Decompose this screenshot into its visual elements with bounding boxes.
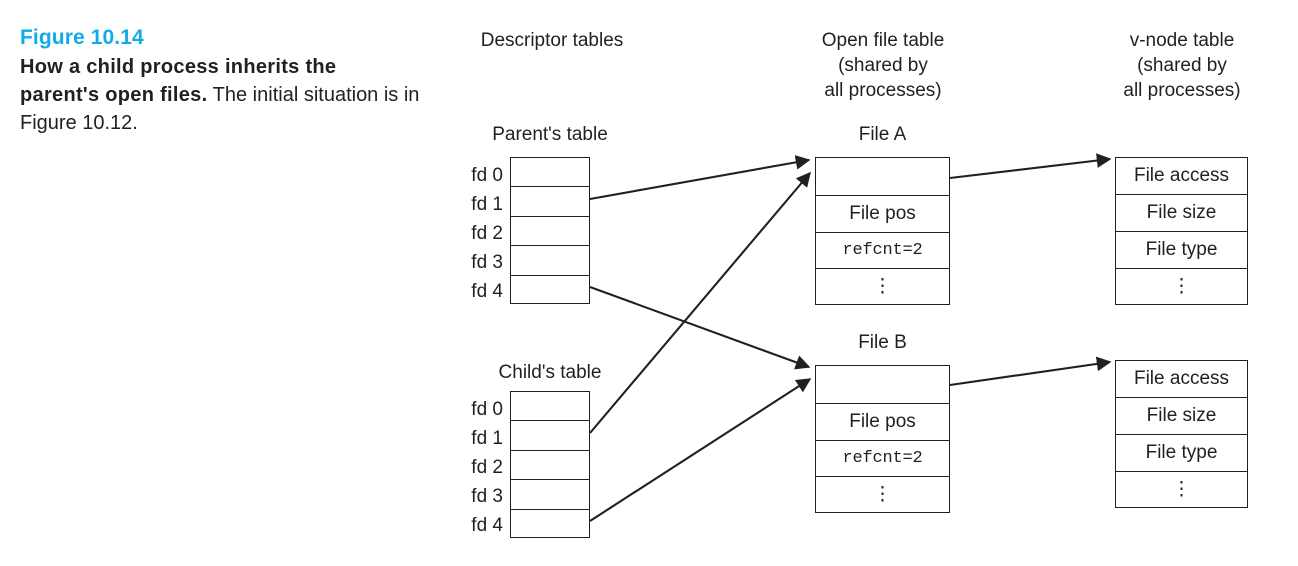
file-a-row-blank[interactable] xyxy=(816,158,949,196)
parent-table-row[interactable] xyxy=(511,217,589,247)
parent-fd-label-2: fd 2 xyxy=(471,223,503,244)
parent-table-row[interactable] xyxy=(511,246,589,276)
figure-caption: Figure 10.14 How a child process inherit… xyxy=(20,24,420,137)
parent-descriptor-table xyxy=(510,157,590,304)
child-descriptor-table xyxy=(510,391,590,538)
file-b-row-blank[interactable] xyxy=(816,366,949,404)
arrow-parent-fd4-to-file-b xyxy=(589,286,811,370)
file-b-row-refcnt[interactable]: refcnt=2 xyxy=(816,441,949,477)
vnode-b-row-file-access[interactable]: File access xyxy=(1116,361,1247,398)
parent-fd-label-4: fd 4 xyxy=(471,281,503,302)
vnode-table-b: File access File size File type ⋮ xyxy=(1115,360,1248,508)
child-fd-label-3: fd 3 xyxy=(471,486,503,507)
figure-caption-rest: The initial situation is in Figure 10.12… xyxy=(20,84,420,134)
vnode-b-row-ellipsis: ⋮ xyxy=(1172,478,1191,500)
parent-fd-label-0: fd 0 xyxy=(471,165,503,186)
child-fd-label-0: fd 0 xyxy=(471,399,503,420)
vnode-a-row-ellipsis: ⋮ xyxy=(1172,275,1191,297)
vnode-b-row-file-size[interactable]: File size xyxy=(1116,398,1247,435)
child-table-row[interactable] xyxy=(511,451,589,481)
vnode-a-row-file-access[interactable]: File access xyxy=(1116,158,1247,195)
vnode-a-row-file-size[interactable]: File size xyxy=(1116,195,1247,232)
arrow-child-fd1-to-file-a xyxy=(589,171,811,434)
file-a-row-file-pos[interactable]: File pos xyxy=(816,196,949,233)
file-b-row-file-pos[interactable]: File pos xyxy=(816,404,949,441)
arrow-child-fd4-to-file-b xyxy=(589,378,812,522)
file-b-open-file-entry: File pos refcnt=2 ⋮ xyxy=(815,365,950,513)
file-a-row-refcnt[interactable]: refcnt=2 xyxy=(816,233,949,269)
vnode-a-row-file-type[interactable]: File type xyxy=(1116,232,1247,269)
parent-fd-label-1: fd 1 xyxy=(471,194,503,215)
column-heading-open-file-table: Open file table (shared by all processes… xyxy=(821,30,945,101)
file-a-title: File A xyxy=(858,124,907,145)
arrow-parent-fd1-to-file-a xyxy=(589,155,811,201)
figure-caption-title: How a child process inherits the parent'… xyxy=(20,56,337,106)
file-a-open-file-entry: File pos refcnt=2 ⋮ xyxy=(815,157,950,305)
column-heading-vnode-table: v-node table (shared by all processes) xyxy=(1123,30,1241,101)
file-b-row-ellipsis: ⋮ xyxy=(873,483,892,505)
parent-table-row[interactable] xyxy=(511,276,589,305)
figure-caption-text: How a child process inherits the parent'… xyxy=(20,53,420,137)
child-table-row[interactable] xyxy=(511,480,589,510)
child-table-row[interactable] xyxy=(511,392,589,422)
child-fd-label-4: fd 4 xyxy=(471,515,503,536)
file-b-title: File B xyxy=(858,332,907,353)
file-a-row-ellipsis: ⋮ xyxy=(873,275,892,297)
child-fd-label-1: fd 1 xyxy=(471,428,503,449)
parent-fd-label-3: fd 3 xyxy=(471,252,503,273)
child-fd-label-2: fd 2 xyxy=(471,457,503,478)
vnode-b-row-file-type[interactable]: File type xyxy=(1116,435,1247,472)
arrow-file-b-to-vnode-b xyxy=(949,356,1112,387)
column-heading-descriptor-tables: Descriptor tables xyxy=(480,30,624,51)
parent-table-row[interactable] xyxy=(511,158,589,188)
parent-table-title: Parent's table xyxy=(492,124,608,145)
arrow-file-a-to-vnode-a xyxy=(949,153,1112,180)
vnode-table-a: File access File size File type ⋮ xyxy=(1115,157,1248,305)
child-table-row[interactable] xyxy=(511,421,589,451)
child-table-row[interactable] xyxy=(511,510,589,539)
parent-table-row[interactable] xyxy=(511,187,589,217)
figure-number: Figure 10.14 xyxy=(20,26,144,49)
child-table-title: Child's table xyxy=(498,362,602,383)
